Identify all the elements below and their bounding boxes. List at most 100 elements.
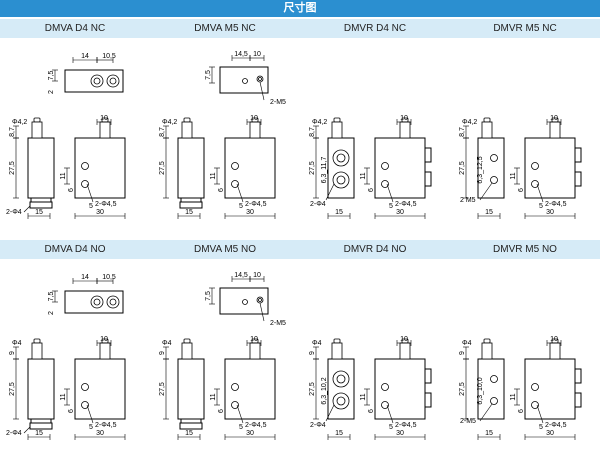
side-view-body (374, 358, 426, 420)
dimension-label: 5 (389, 424, 393, 431)
mount-hole (81, 180, 89, 188)
dimension-label: 11 (210, 393, 217, 400)
port-boss (574, 392, 582, 408)
dimension-label: 14 (81, 53, 89, 60)
dimension-label: 5 (539, 203, 543, 210)
dimension-label: 2-Φ4 (310, 422, 326, 429)
dimension-label: 30 (246, 209, 254, 216)
fitting-port-inner (109, 77, 117, 85)
side-view-body (524, 137, 576, 199)
thread-hole (242, 299, 248, 305)
sheet-title: 尺寸图 (0, 0, 600, 17)
front-view-body (177, 358, 205, 420)
dimension-label: 27,5 (159, 382, 166, 396)
model-band-nc (0, 19, 600, 38)
dimension-label: 30 (246, 430, 254, 437)
dimension-label: 11 (360, 172, 367, 179)
dimension-label: 7,5 (48, 292, 55, 302)
dimension-line (86, 183, 94, 203)
dimension-label: 11 (510, 172, 517, 179)
mount-hole (531, 401, 539, 409)
thread-hole-inner (258, 77, 262, 81)
fitting-nut (31, 342, 43, 360)
dimension-label: 6,3_11,7 (321, 157, 328, 184)
mount-hole (231, 401, 239, 409)
model-label: DMVA M5 NO (193, 244, 257, 255)
fitting-cap (483, 338, 491, 344)
dimension-label: 30 (396, 430, 404, 437)
dimension-label: 6 (68, 409, 75, 413)
mount-hole (381, 401, 389, 409)
bottom-fitting (30, 418, 52, 424)
model-label: DMVR D4 NC (343, 23, 407, 34)
side-view-body (224, 358, 276, 420)
mount-hole (231, 383, 239, 391)
dimension-label: 8,7 (459, 127, 466, 137)
fitting-nut (181, 121, 193, 139)
side-view-body (524, 358, 576, 420)
fitting-nut (181, 342, 193, 360)
dimension-label: 15 (35, 430, 43, 437)
mount-hole (531, 162, 539, 170)
model-label: DMVA M5 NC (194, 23, 256, 34)
fitting-nut (549, 342, 561, 360)
mount-hole (231, 162, 239, 170)
dimension-label: 14 (81, 274, 89, 281)
dimension-label: 27,5 (309, 382, 316, 396)
bottom-fitting (29, 422, 53, 430)
dimension-line (23, 426, 31, 434)
model-label: DMVR M5 NO (493, 244, 557, 255)
dimension-label: 11 (510, 393, 517, 400)
fitting-nut (549, 121, 561, 139)
dimension-label: Φ4 (462, 340, 472, 347)
dimension-label: 10 (400, 115, 408, 122)
dimension-line (325, 183, 335, 201)
dimension-label: 10 (250, 336, 258, 343)
dimension-label: 11 (60, 172, 67, 179)
dimension-label: 5 (239, 203, 243, 210)
dimension-label: 6 (218, 188, 225, 192)
dimension-label: 15 (185, 430, 193, 437)
side-port (332, 392, 350, 410)
thread-hole-inner (258, 298, 262, 302)
dimension-label: Φ4 (12, 340, 22, 347)
dimension-label: 2-Φ4,5 (395, 422, 417, 429)
dimension-line (259, 81, 265, 101)
dimension-label: Φ4,2 (462, 119, 477, 126)
fitting-cap (33, 338, 41, 344)
dimension-label: 5 (89, 203, 93, 210)
model-label: DMVA D4 NC (44, 23, 106, 34)
dimension-label: 10 (550, 336, 558, 343)
dimension-line (236, 404, 244, 424)
port-boss (424, 147, 432, 163)
model-label: DMVR D4 NO (343, 244, 407, 255)
dimension-label: 10,5 (102, 53, 116, 60)
dimension-line (536, 183, 544, 203)
dimension-label: 10 (253, 51, 261, 58)
mount-hole (381, 383, 389, 391)
fitting-nut (399, 121, 411, 139)
fitting-nut (331, 342, 343, 360)
bottom-fitting (29, 201, 53, 209)
mount-hole (81, 383, 89, 391)
side-port-inner (336, 175, 346, 185)
dimension-label: 8,7 (9, 127, 16, 137)
fitting-port (90, 74, 104, 88)
dimension-line (479, 182, 493, 201)
front-view-body (327, 137, 355, 199)
dimension-label: 27,5 (159, 161, 166, 175)
dimension-label: 10 (550, 115, 558, 122)
mount-hole (231, 180, 239, 188)
dimension-label: 2-Φ4,5 (395, 201, 417, 208)
dimension-label: 2-Φ4,5 (245, 422, 267, 429)
dimension-label: Φ4,2 (162, 119, 177, 126)
fitting-nut (481, 121, 493, 139)
dimension-line (23, 205, 31, 213)
dimension-label: 2-Φ4,5 (95, 422, 117, 429)
dimension-label: 15 (335, 209, 343, 216)
dimension-label: 2 (48, 90, 55, 94)
side-view-body (74, 137, 126, 199)
dimension-label: 2-Φ4 (310, 201, 326, 208)
dimension-label: 2-Φ4 (6, 430, 22, 437)
